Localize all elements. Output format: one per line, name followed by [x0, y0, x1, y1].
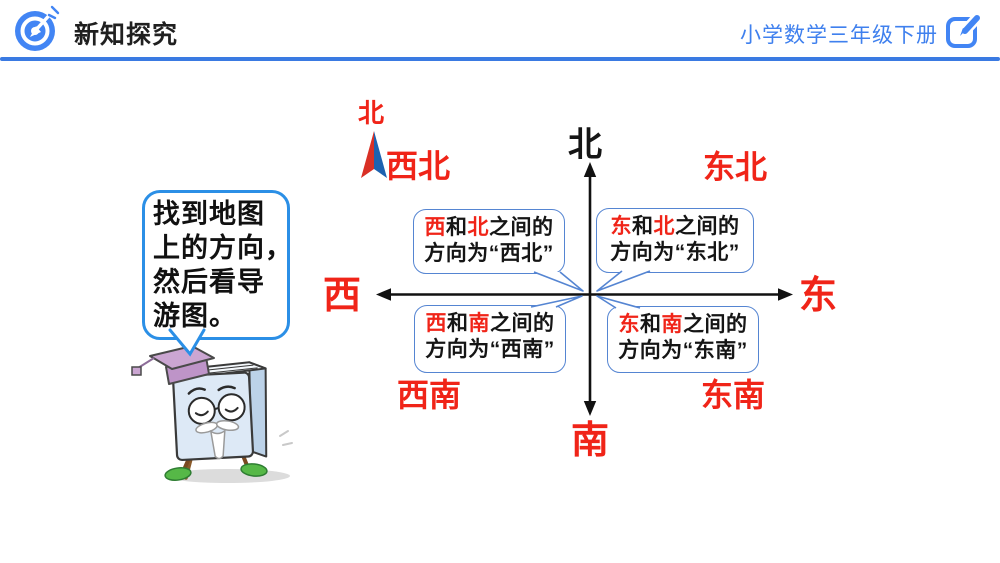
- book-body: [172, 361, 268, 462]
- left-shoe: [164, 467, 192, 481]
- edit-pencil-icon: [946, 12, 983, 48]
- callout-northwest: 西和北之间的 方向为“西北”: [413, 209, 565, 274]
- closed-eye: [194, 410, 209, 417]
- callout-southwest: 西和南之间的 方向为“西南”: [414, 305, 566, 373]
- label-northeast: 东北: [702, 149, 768, 185]
- label-west: 西: [322, 275, 362, 317]
- right-shoe: [240, 463, 268, 477]
- callout-southeast: 东和南之间的 方向为“东南”: [607, 306, 759, 373]
- glasses-right: [217, 393, 246, 422]
- mustache: [215, 419, 240, 432]
- label-north: 北: [568, 126, 602, 164]
- label-south: 南: [570, 420, 610, 462]
- callout-line: 方向为“西南”: [425, 338, 555, 361]
- label-southeast: 东南: [700, 377, 766, 413]
- glasses-left: [187, 396, 216, 425]
- header-bar: 新知探究 小学数学三年级下册: [0, 0, 1000, 61]
- label-northwest: 西北: [385, 148, 451, 184]
- callout-line: 东和南之间的: [618, 313, 748, 336]
- callout-line: 方向为“东南”: [618, 339, 748, 362]
- callout-line: 方向为“西北”: [424, 242, 554, 265]
- header-divider: [0, 57, 1000, 61]
- eyebrow: [187, 387, 206, 395]
- callout-line: 方向为“东北”: [610, 241, 740, 264]
- beard: [209, 429, 226, 460]
- callout-line: 西和北之间的: [424, 216, 554, 239]
- compass-needle-icon: [361, 131, 387, 178]
- cap-tassel: [131, 366, 142, 376]
- closed-eye: [224, 406, 239, 413]
- speech-bubble: 找到地图 上的方向， 然后看导 游图。: [142, 190, 293, 340]
- speech-line: 游图。: [153, 301, 237, 331]
- mini-compass-north-label: 北: [357, 99, 385, 128]
- target-dart-icon: [15, 5, 60, 51]
- course-label: 小学数学三年级下册: [740, 24, 938, 47]
- callout-tails: [530, 270, 651, 309]
- book-mascot-illustration: [131, 345, 293, 483]
- speech-line: 找到地图: [153, 199, 265, 229]
- label-east: 东: [798, 275, 838, 317]
- callout-line: 西和南之间的: [425, 312, 555, 335]
- callout-line: 东和北之间的: [610, 215, 740, 238]
- callout-northeast: 东和北之间的 方向为“东北”: [596, 208, 754, 273]
- eyebrow: [217, 385, 236, 392]
- speech-line: 然后看导: [153, 267, 265, 297]
- label-southwest: 西南: [396, 377, 462, 413]
- page-title: 新知探究: [74, 21, 179, 49]
- speech-line: 上的方向，: [153, 233, 293, 263]
